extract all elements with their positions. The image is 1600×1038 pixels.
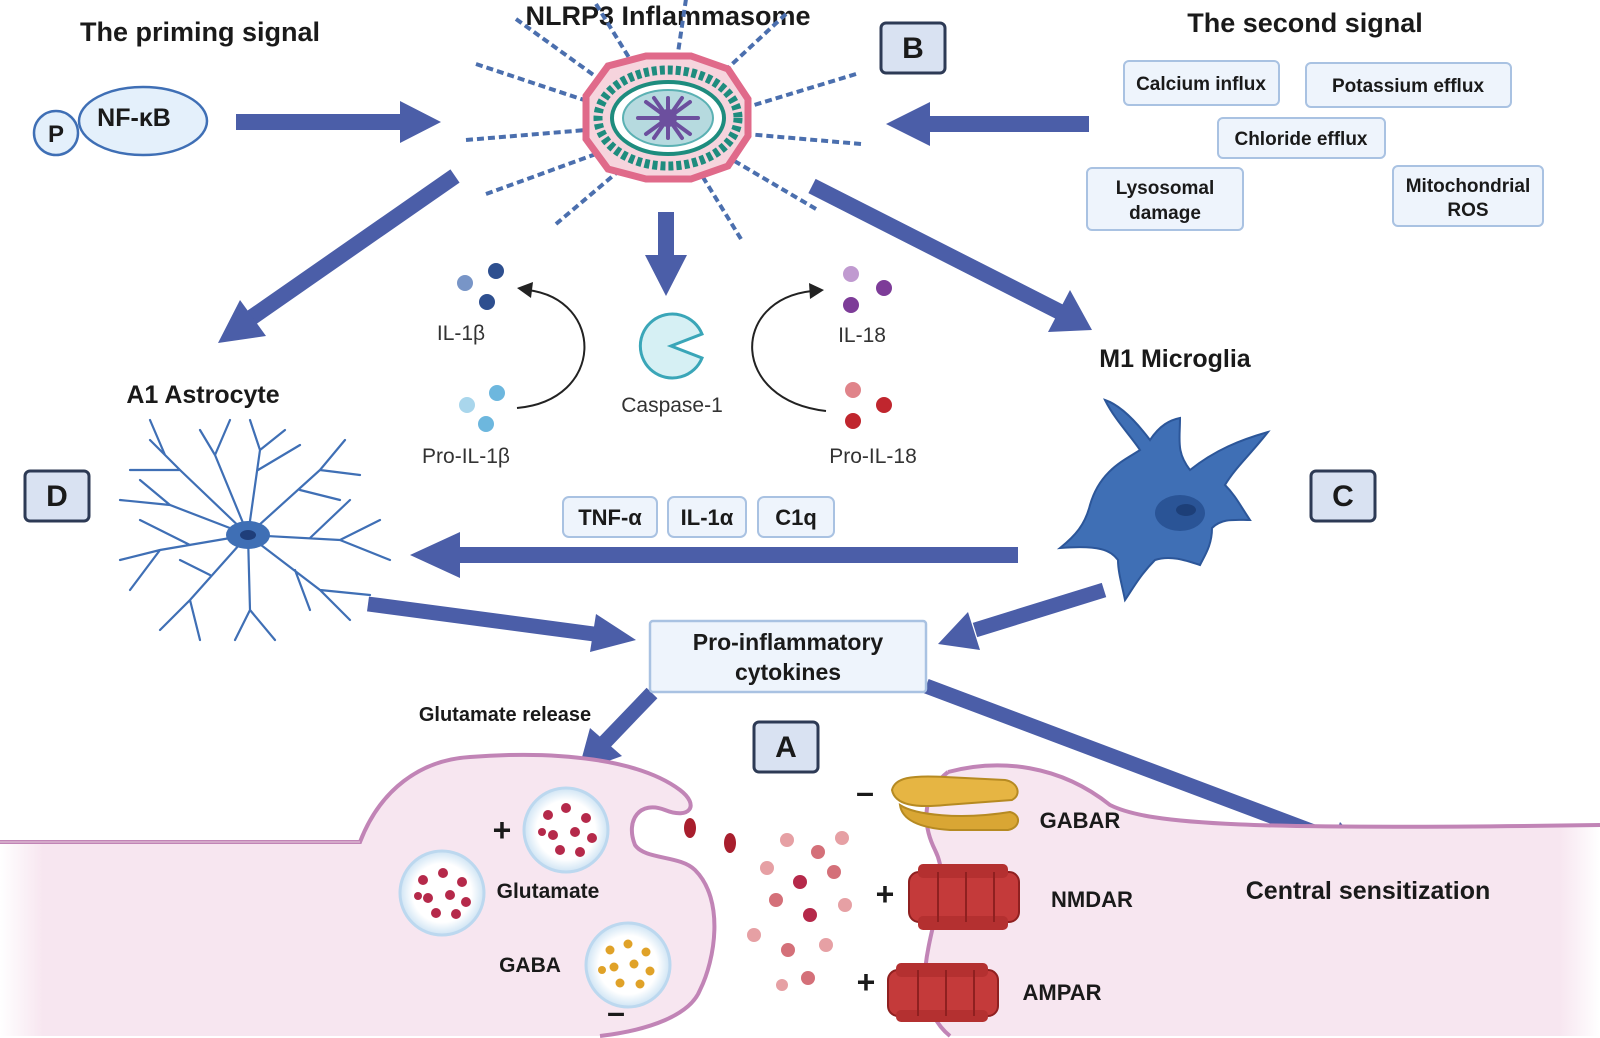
vesicle-glutamate-top — [522, 786, 610, 874]
arrow-second-signal-to-inflammasome — [886, 102, 1089, 146]
mediator-box-0 — [562, 496, 658, 538]
mitochondrial-ros-box — [1392, 165, 1544, 227]
panel-a-badge: A — [752, 720, 820, 774]
chloride-efflux-label: Chloride efflux — [1234, 129, 1367, 150]
panel-b-badge: B — [879, 21, 947, 75]
second-signal-title: The second signal — [1187, 8, 1423, 38]
a1-astrocyte-cell — [118, 418, 392, 642]
chloride-efflux-box — [1217, 117, 1386, 159]
nfkb-label: NF-κB — [97, 104, 171, 132]
mediator-c1q: C1q — [775, 505, 817, 530]
cytokine-processing: IL-1β Pro-IL-1β Caspase-1 IL-18 Pro-IL-1… — [422, 263, 917, 468]
il1b-molecules — [457, 263, 504, 310]
plus-sign-glutamate: + — [493, 812, 512, 848]
postsynaptic-top-membrane — [947, 763, 1600, 829]
mediator-box-2 — [757, 496, 835, 538]
mediator-box-1 — [667, 496, 747, 538]
m1-microglia-cell — [1056, 398, 1271, 603]
gaba-label: GABA — [499, 954, 561, 977]
pro-il18-molecules — [845, 382, 892, 429]
nfkb-complex: P NF-κB — [32, 85, 209, 157]
ampar-receptor — [887, 963, 999, 1022]
mediator-boxes: TNF-α IL-1α C1q — [562, 496, 835, 538]
astrocyte-label: A1 Astrocyte — [126, 381, 279, 409]
central-sensitization-label: Central sensitization — [1246, 877, 1491, 905]
lysosomal-damage-box — [1086, 167, 1244, 231]
nmdar-receptor — [908, 864, 1020, 930]
pro-il18-label: Pro-IL-18 — [829, 445, 917, 468]
inflammasome-spokes — [465, 0, 862, 241]
pro-inflammatory-line1: Pro-inflammatory — [693, 629, 884, 655]
panel-a-letter: A — [775, 731, 797, 764]
phospho-label: P — [48, 121, 64, 148]
microglia-label: M1 Microglia — [1099, 345, 1252, 373]
arrow-inflammasome-to-astrocyte — [218, 169, 460, 343]
lysosomal-label-line2: damage — [1129, 203, 1201, 224]
pro-inflammatory-line2: cytokines — [735, 659, 841, 685]
arrow-inflammasome-to-microglia — [808, 178, 1092, 332]
caspase-pacman — [638, 312, 704, 380]
il18-molecules — [843, 266, 892, 313]
glutamate-release-label: Glutamate release — [419, 704, 591, 726]
pro-il1b-molecules — [459, 385, 505, 432]
lysosomal-label-line1: Lysosomal — [1116, 178, 1215, 199]
plus-sign-nmdar: + — [876, 876, 895, 912]
postsynaptic-fill — [925, 765, 1600, 1036]
presynaptic-terminal — [0, 752, 717, 1038]
arrow-inflammasome-to-caspase — [645, 212, 687, 296]
nlrp3-inflammasome — [465, 0, 862, 241]
cleft-neurotransmitters — [684, 818, 852, 991]
caspase-label: Caspase-1 — [621, 394, 723, 417]
nfkb-ellipse — [77, 85, 209, 157]
panel-c-letter: C — [1332, 480, 1354, 513]
panel-c-badge: C — [1309, 469, 1377, 523]
phospho-circle — [32, 109, 80, 157]
arrow-astrocyte-to-cytokines — [367, 596, 636, 652]
minus-sign-gabar: – — [856, 774, 874, 810]
second-signal-boxes: Calcium influx Potassium efflux Chloride… — [1086, 60, 1544, 231]
panel-d-badge: D — [23, 469, 91, 523]
vesicle-glutamate-left — [398, 849, 486, 937]
nmdar-label: NMDAR — [1051, 887, 1133, 912]
arrow-priming-to-inflammasome — [236, 101, 441, 143]
inflammasome-title: NLRP3 Inflammasome — [525, 1, 810, 31]
priming-signal-title: The priming signal — [80, 17, 320, 47]
calcium-influx-box — [1123, 60, 1280, 106]
potassium-efflux-label: Potassium efflux — [1332, 76, 1484, 97]
minus-sign-gaba: – — [607, 994, 625, 1030]
arrow-microglia-to-cytokines — [938, 582, 1107, 650]
ampar-label: AMPAR — [1022, 980, 1101, 1005]
il1b-label: IL-1β — [437, 322, 485, 345]
il18-label: IL-18 — [838, 324, 886, 347]
vesicle-gaba — [584, 921, 672, 1009]
mediator-il1a: IL-1α — [681, 505, 734, 530]
panel-b-letter: B — [902, 32, 924, 65]
mediator-tnf: TNF-α — [578, 505, 642, 530]
pro-inflammatory-box: Pro-inflammatory cytokines — [648, 619, 928, 694]
mito-label-line1: Mitochondrial — [1406, 176, 1531, 197]
inflammasome-teal-ring — [593, 65, 743, 171]
potassium-efflux-box — [1305, 62, 1512, 108]
panel-d-letter: D — [46, 480, 68, 513]
mito-label-line2: ROS — [1447, 200, 1488, 221]
glutamate-label: Glutamate — [497, 880, 600, 903]
arrows — [218, 101, 1370, 860]
il1b-cleavage-arrow — [516, 289, 586, 409]
plus-sign-ampar: + — [857, 964, 876, 1000]
calcium-influx-label: Calcium influx — [1136, 74, 1266, 95]
gabar-receptor — [890, 775, 1019, 831]
il18-cleavage-arrow — [751, 290, 827, 412]
pro-il1b-label: Pro-IL-1β — [422, 445, 510, 468]
gabar-label: GABAR — [1040, 808, 1121, 833]
arrow-microglia-to-astrocyte — [410, 532, 1018, 578]
